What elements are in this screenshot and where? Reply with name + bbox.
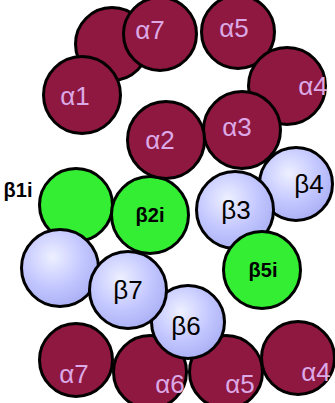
subunit-label: α7	[59, 361, 89, 387]
subunit-label: α3	[222, 114, 252, 140]
subunit-label: β2i	[136, 205, 165, 225]
subunit-label: α4	[298, 73, 328, 99]
subunit-label: α5	[219, 15, 249, 41]
subunit-label: α5	[225, 371, 255, 397]
alpha-subunit: α2	[126, 100, 206, 180]
subunit-label: β3	[221, 197, 250, 223]
beta-subunit-immuno: β5i	[222, 230, 302, 310]
subunit-label: β4	[294, 171, 323, 197]
alpha-subunit: α3	[202, 90, 282, 170]
alpha-subunit: α1	[42, 55, 122, 135]
alpha-subunit: α7	[38, 322, 114, 398]
alpha-subunit: α4	[260, 320, 335, 396]
subunit-label: α1	[60, 83, 90, 109]
subunit-label: β6	[171, 313, 200, 339]
subunit-label: β5i	[249, 260, 278, 280]
subunit-label: α7	[135, 17, 165, 43]
beta-subunit: β7	[88, 250, 168, 330]
alpha-subunit: α7	[122, 0, 198, 72]
subunit-label: β7	[113, 277, 142, 303]
subunit-label: α2	[145, 127, 175, 153]
subunit-label: β1i	[4, 180, 33, 200]
subunit-label: α6	[155, 371, 185, 397]
subunit-label: α4	[301, 359, 331, 385]
beta-subunit-immuno: β2i	[110, 175, 190, 255]
